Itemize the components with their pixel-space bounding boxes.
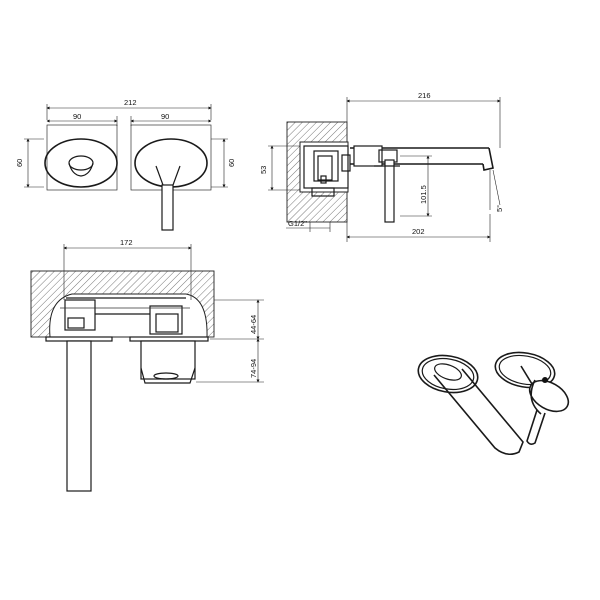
dim-label-53: 53 — [259, 166, 268, 174]
dim-label-60-left: 60 — [15, 159, 24, 167]
dim-label-90-right: 90 — [161, 112, 169, 121]
dim-label-90-left: 90 — [73, 112, 81, 121]
iso-spout-plate — [417, 354, 524, 456]
side-embedded-box — [303, 145, 351, 197]
dim-front-right-width: 90 — [130, 112, 212, 126]
isometric-view — [417, 351, 570, 456]
dim-label-202: 202 — [412, 227, 425, 236]
dim-front-total-width: 212 — [46, 98, 212, 120]
front-view: 212 90 90 60 60 — [15, 98, 236, 231]
dim-front-left-height: 60 — [15, 138, 44, 188]
front-mixer-plate — [130, 124, 212, 231]
dim-label-60-right: 60 — [227, 159, 236, 167]
side-lever — [374, 159, 400, 223]
dim-top-depth-2: 74-94 — [196, 338, 264, 383]
dim-front-left-width: 90 — [46, 112, 118, 126]
dim-side-projection: 202 — [346, 214, 491, 242]
dim-front-right-height: 60 — [211, 138, 236, 188]
dim-side-spout-angle: 5° — [489, 169, 504, 212]
dim-side-total-length: 216 — [346, 91, 501, 148]
dim-side-thread: G1/2" — [286, 219, 331, 232]
dim-label-74-94: 74-94 — [249, 359, 258, 378]
top-internal-body — [60, 297, 190, 335]
top-spout — [66, 340, 92, 492]
dim-label-angle: 5° — [495, 205, 504, 212]
dim-side-drop: 101.5 — [400, 155, 432, 217]
side-spout — [350, 145, 494, 171]
front-spout-plate — [44, 124, 118, 191]
dim-label-216: 216 — [418, 91, 431, 100]
dim-side-box-height: 53 — [259, 145, 300, 191]
side-view: 216 53 101.5 5° G1/2" — [259, 91, 504, 242]
dim-label-thread: G1/2" — [288, 219, 307, 228]
dim-top-width: 172 — [63, 238, 192, 300]
dim-label-212: 212 — [124, 98, 137, 107]
dim-label-44-64: 44-64 — [249, 315, 258, 334]
dim-top-depth-1: 44-64 — [210, 299, 264, 340]
iso-mixer-plate — [494, 351, 570, 445]
top-wall-section — [30, 270, 215, 338]
dim-label-172: 172 — [120, 238, 133, 247]
top-wall-plates — [45, 336, 209, 342]
dim-label-101-5: 101.5 — [419, 185, 428, 204]
top-mixer-body — [140, 340, 196, 384]
top-section-view: 172 44-64 74-94 — [30, 238, 264, 492]
